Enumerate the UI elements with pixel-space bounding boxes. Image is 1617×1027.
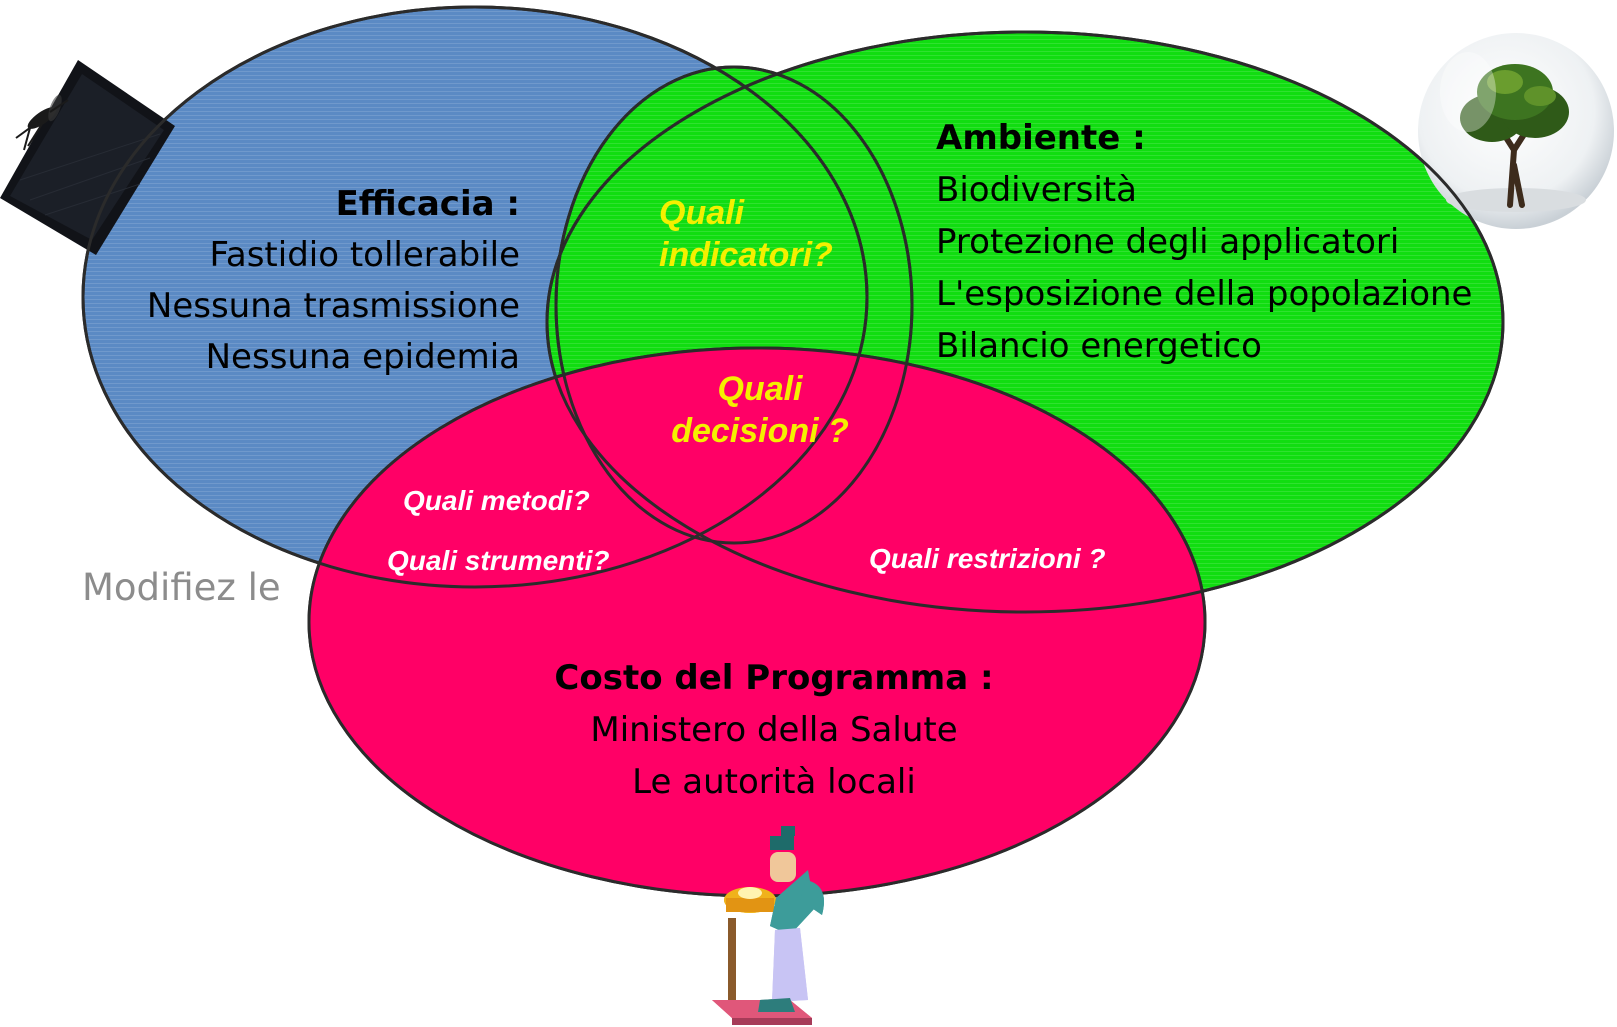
ambiente-item: Biodiversità bbox=[936, 170, 1137, 210]
question-indicatori-line1: Quali bbox=[659, 194, 745, 232]
question-indicatori-line2: indicatori? bbox=[659, 236, 833, 274]
costo-title: Costo del Programma : bbox=[554, 658, 994, 698]
tree-globe-icon bbox=[1418, 33, 1614, 229]
man-on-scale-icon-front bbox=[712, 826, 824, 1025]
efficacia-title: Efficacia : bbox=[335, 184, 520, 224]
mosquito-net-icon bbox=[0, 60, 175, 255]
question-strumenti: Quali strumenti? bbox=[387, 545, 610, 576]
costo-item: Le autorità locali bbox=[632, 762, 916, 802]
ambiente-item: Protezione degli applicatori bbox=[936, 222, 1400, 262]
efficacia-item: Nessuna trasmissione bbox=[146, 286, 520, 326]
costo-item: Ministero della Salute bbox=[590, 710, 958, 750]
efficacia-item: Fastidio tollerabile bbox=[209, 235, 520, 275]
ambiente-item: Bilancio energetico bbox=[936, 326, 1262, 366]
ambiente-item: L'esposizione della popolazione bbox=[936, 274, 1473, 314]
question-decisioni-line1: Quali bbox=[717, 370, 803, 408]
efficacia-item: Nessuna epidemia bbox=[205, 337, 520, 377]
question-decisioni-line2: decisioni ? bbox=[671, 412, 849, 450]
question-metodi: Quali metodi? bbox=[403, 485, 590, 516]
background-placeholder-text: Modifiez le bbox=[82, 566, 281, 609]
question-restrizioni: Quali restrizioni ? bbox=[869, 543, 1106, 574]
ambiente-title: Ambiente : bbox=[936, 118, 1146, 158]
